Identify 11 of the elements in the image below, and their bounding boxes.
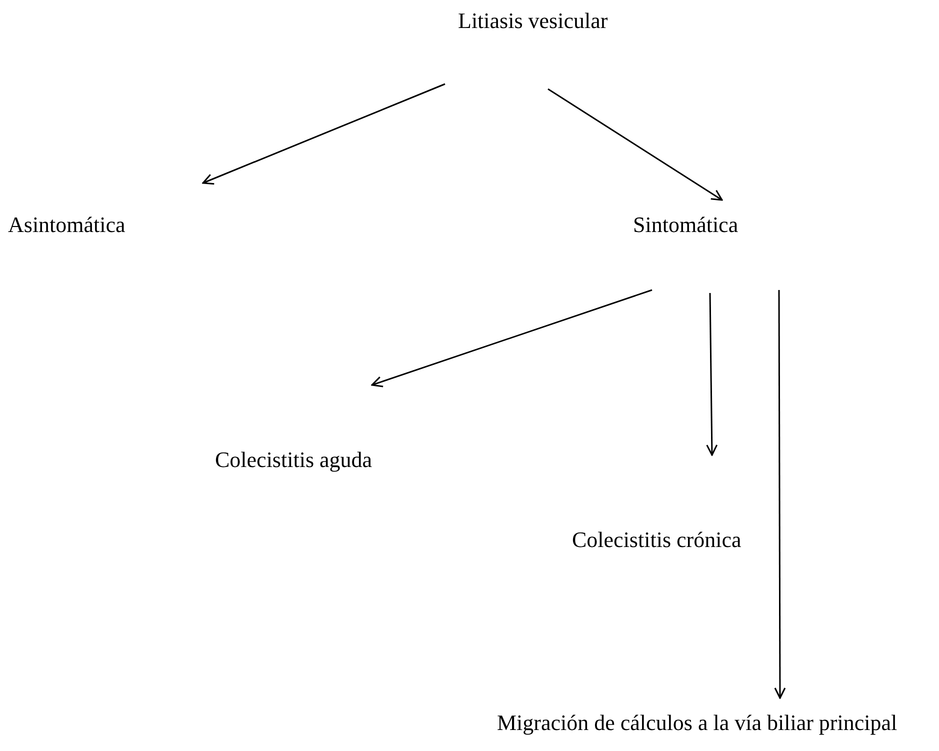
node-label: Litiasis vesicular: [458, 8, 608, 34]
arrow: [548, 88, 723, 201]
node-label: Colecistitis crónica: [572, 527, 742, 553]
node-label: Colecistitis aguda: [215, 447, 372, 473]
arrow: [774, 290, 786, 699]
arrow: [371, 289, 652, 388]
arrow: [202, 83, 446, 185]
node-label: Sintomática: [633, 212, 738, 238]
node-label: Migración de cálculos a la vía biliar principal: [497, 710, 898, 736]
node-label: Asintomática: [8, 212, 126, 238]
arrow: [706, 293, 718, 456]
